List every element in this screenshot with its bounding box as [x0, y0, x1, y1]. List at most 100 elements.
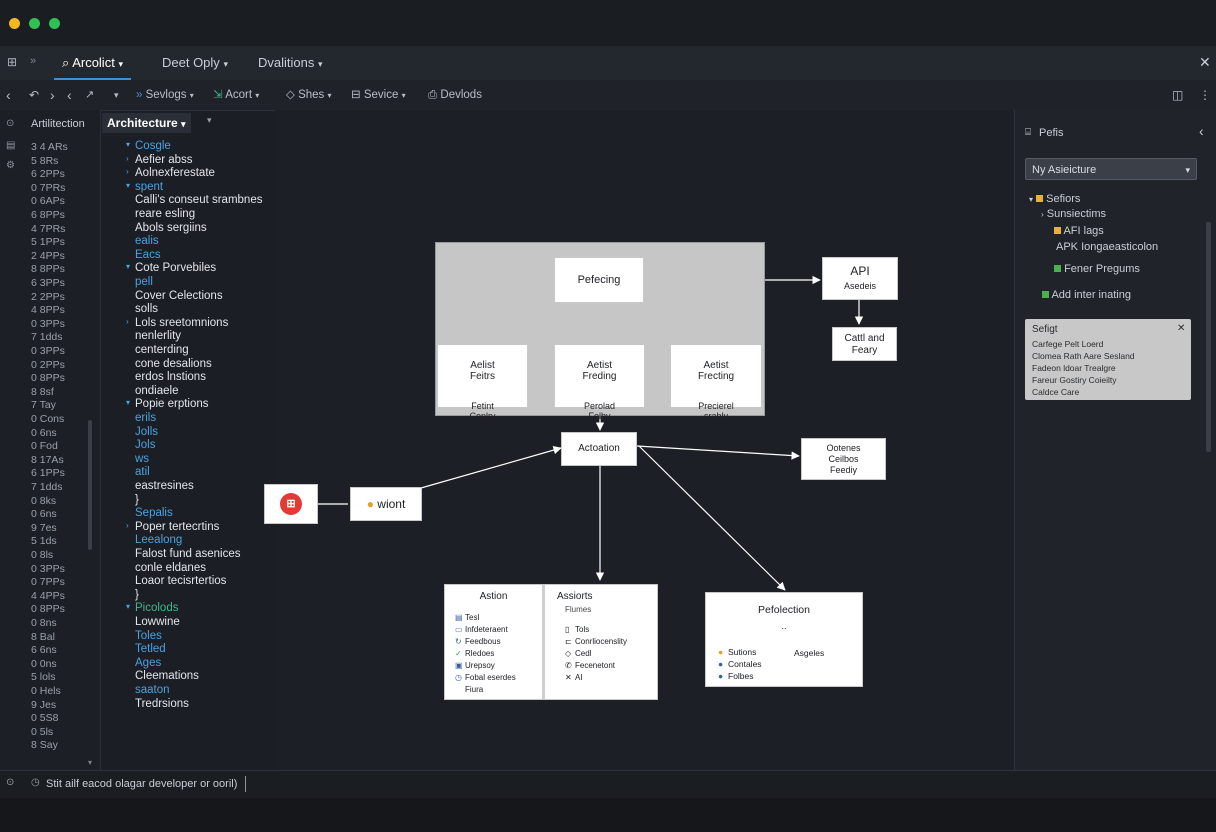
- collapse-icon[interactable]: ‹: [1199, 123, 1204, 139]
- forward-icon[interactable]: ›: [50, 87, 55, 103]
- scroll-down-icon[interactable]: ▾: [88, 758, 93, 767]
- maximize-window-button[interactable]: [29, 18, 40, 29]
- tree-item[interactable]: Falost fund asenices: [135, 548, 240, 560]
- outcome-node[interactable]: Ootenes Ceilbos Feediy: [801, 438, 886, 480]
- undo-icon[interactable]: ↶: [29, 88, 40, 102]
- tree-item[interactable]: Sepalis: [135, 507, 173, 519]
- back-icon[interactable]: ‹: [6, 87, 11, 103]
- line-list-item[interactable]: 5 1PPs: [31, 236, 65, 249]
- line-list-item[interactable]: 5 1ds: [31, 535, 57, 548]
- line-list-item[interactable]: 2 4PPs: [31, 249, 65, 262]
- tree-item[interactable]: ▾Popie erptions: [126, 398, 209, 410]
- line-list-item[interactable]: 4 4PPs: [31, 589, 65, 602]
- chevron-down-icon[interactable]: ▾: [114, 90, 119, 100]
- client-node[interactable]: ● wiont: [350, 487, 422, 521]
- tree-item[interactable]: Abols sergiins: [135, 222, 207, 234]
- line-list-item[interactable]: 0 8PPs: [31, 372, 65, 385]
- status-text[interactable]: Stit ailf eacod olagar developer or oori…: [46, 778, 238, 790]
- tree-item[interactable]: ▾spent: [126, 181, 163, 193]
- tree-item[interactable]: centerding: [135, 344, 189, 356]
- line-list-item[interactable]: 8 Say: [31, 739, 58, 752]
- line-list-item[interactable]: 3 4 ARs: [31, 141, 68, 153]
- tab-dvalitions[interactable]: Dvalitions ▾: [250, 46, 331, 80]
- panel-layout-icon[interactable]: ◫: [1172, 88, 1184, 102]
- tree-item[interactable]: ›Aolnexferestate: [126, 167, 215, 179]
- cart-node[interactable]: Cattl and Feary: [832, 327, 897, 361]
- toolbar-acort[interactable]: ⇲ Acort ▾: [213, 80, 259, 110]
- toolbar-sevice[interactable]: ⊟ Sevice ▾: [351, 80, 406, 110]
- tree-item[interactable]: Leealong: [135, 534, 182, 546]
- settings-icon[interactable]: ⚙: [6, 160, 15, 171]
- tab-arcolict[interactable]: ⌕ Arcolict ▾: [54, 46, 131, 80]
- line-list-item[interactable]: 0 5S8: [31, 712, 59, 725]
- tree-item[interactable]: pell: [135, 276, 153, 288]
- line-list-item[interactable]: 6 6ns: [31, 644, 57, 657]
- line-list-item[interactable]: 0 6APs: [31, 195, 65, 208]
- group-title-node[interactable]: Pefecing: [554, 257, 644, 303]
- tree-item[interactable]: atil: [135, 466, 150, 478]
- line-list-item[interactable]: 0 6ns: [31, 426, 57, 439]
- tree-item-add-inter[interactable]: Add inter inating: [1042, 289, 1131, 301]
- line-list-item[interactable]: 8 17As: [31, 453, 64, 466]
- line-list-item[interactable]: 5 8Rs: [31, 154, 59, 167]
- tree-item-fener-pregums[interactable]: Fener Pregums: [1054, 263, 1140, 275]
- line-list-item[interactable]: 9 7es: [31, 521, 57, 534]
- line-list-item[interactable]: 6 3PPs: [31, 277, 65, 289]
- line-list-item[interactable]: 0 8ks: [31, 494, 57, 507]
- line-list-item[interactable]: 6 1PPs: [31, 467, 65, 480]
- assiorts-item[interactable]: ◇Cedl: [565, 649, 591, 658]
- line-list-item[interactable]: 0 Cons: [31, 413, 65, 425]
- action-item[interactable]: ▤Tesl: [455, 613, 479, 622]
- tree-item[interactable]: saaton: [135, 684, 170, 696]
- tree-item[interactable]: cone desalions: [135, 358, 212, 370]
- architecture-select[interactable]: Ny Asieicture ▾: [1025, 158, 1197, 180]
- chevrons-icon[interactable]: »: [30, 55, 37, 67]
- tree-item[interactable]: nenlerlity: [135, 330, 181, 342]
- tree-item[interactable]: eastresines: [135, 480, 194, 492]
- line-list-item[interactable]: 4 8PPs: [31, 304, 65, 317]
- pefolection-item[interactable]: ●Contales: [718, 659, 762, 669]
- line-list-item[interactable]: 8 Bal: [31, 630, 55, 643]
- action-item[interactable]: ◷Fobal eserdes: [455, 673, 516, 682]
- line-list-item[interactable]: 0 5ls: [31, 725, 54, 738]
- tree-item[interactable]: ▾Cote Porvebiles: [126, 262, 216, 274]
- chevron-down-icon[interactable]: ▾: [207, 115, 212, 125]
- toolbar-sevlogs[interactable]: » Sevlogs ▾: [136, 80, 194, 110]
- line-list-item[interactable]: 0 6ns: [31, 508, 57, 521]
- pefolection-node[interactable]: Pefolection .. ●Sutions●Contales●Folbes …: [705, 592, 863, 687]
- feature-node-2[interactable]: Aetist Freding Perolad Felby: [554, 344, 645, 421]
- tree-item[interactable]: conle eldanes: [135, 562, 206, 574]
- feature-node-1[interactable]: Aelist Feitrs Fetint Conlry: [437, 344, 528, 421]
- feature-node-3[interactable]: Aetist Frecting Precierel srably: [670, 344, 762, 421]
- assiorts-item[interactable]: ▯Tols: [565, 625, 589, 634]
- action-item[interactable]: ✓Rledoes: [455, 649, 494, 658]
- tree-item[interactable]: Toles: [135, 630, 162, 642]
- line-list-item[interactable]: 0 7PRs: [31, 181, 66, 194]
- tree-item[interactable]: Calli's conseut srambnes: [135, 194, 262, 206]
- line-list-item[interactable]: 4 7PRs: [31, 222, 66, 235]
- line-list-item[interactable]: 0 0ns: [31, 657, 57, 670]
- tree-item[interactable]: reare esling: [135, 208, 195, 220]
- tree-item[interactable]: ealis: [135, 235, 159, 247]
- line-list-item[interactable]: 5 lols: [31, 671, 56, 684]
- line-list-item[interactable]: 0 3PPs: [31, 317, 65, 330]
- line-list-item[interactable]: 0 7PPs: [31, 576, 65, 589]
- line-list-item[interactable]: 0 3PPs: [31, 345, 65, 357]
- tree-item-apk[interactable]: APK Iongaeasticolon: [1056, 241, 1158, 253]
- tree-item[interactable]: ›Lols sreetomnions: [126, 317, 228, 329]
- tree-item-afi-lags[interactable]: AFI lags: [1054, 225, 1104, 237]
- pefolection-item[interactable]: ●Sutions: [718, 647, 756, 657]
- diagram-canvas[interactable]: Pefecing Aelist Feitrs Fetint Conlry Aet…: [264, 110, 1013, 770]
- action-item[interactable]: ▭Infdeteraent: [455, 625, 508, 634]
- more-icon[interactable]: ⋮: [1199, 88, 1211, 102]
- assiorts-item[interactable]: ⊏Conrliocenslity: [565, 637, 627, 646]
- line-list-item[interactable]: 6 2PPs: [31, 168, 65, 181]
- tree-item-sefiors[interactable]: ▾ Sefiors: [1029, 193, 1080, 205]
- tree-item[interactable]: erdos lnstions: [135, 371, 206, 383]
- tree-item[interactable]: Jolls: [135, 426, 158, 438]
- zoom-window-button[interactable]: [49, 18, 60, 29]
- cursor-icon[interactable]: ↗: [85, 89, 95, 101]
- minimize-window-button[interactable]: [9, 18, 20, 29]
- toolbar-devlods[interactable]: ⎙ Devlods: [428, 80, 482, 110]
- grid-icon[interactable]: ⊞: [7, 55, 18, 69]
